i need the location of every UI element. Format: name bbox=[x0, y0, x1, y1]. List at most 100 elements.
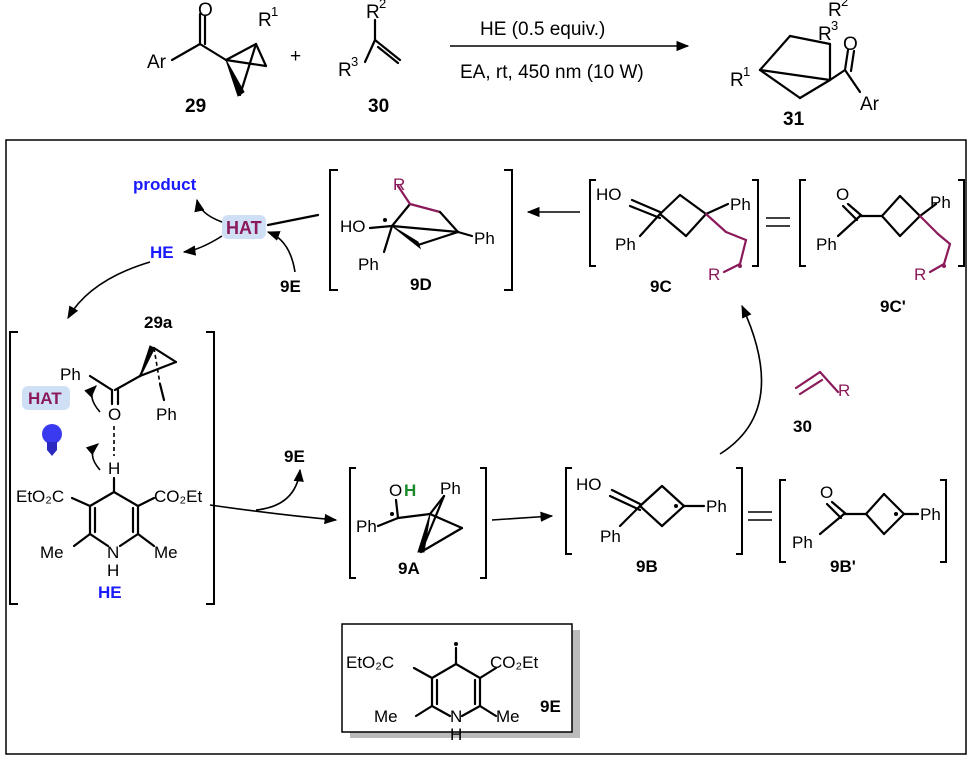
ph-label-9cp-2: Ph bbox=[930, 193, 951, 212]
hat-label-top: HAT bbox=[226, 218, 262, 238]
9e-label-mid: 9E bbox=[284, 447, 305, 466]
radical-9e-box: EtO₂C CO₂Et Me Me N H 9E bbox=[341, 623, 580, 744]
compound-30: R 2 R 3 30 bbox=[338, 0, 402, 117]
r3-sup-30: 3 bbox=[351, 54, 358, 69]
ph-label-9d-2: Ph bbox=[474, 229, 495, 248]
intermediate-9c-prime: O Ph Ph R 9C' bbox=[799, 179, 965, 316]
n-label-9e: N bbox=[450, 707, 462, 726]
r1-sup-31: 1 bbox=[743, 64, 750, 79]
ph-label-9a-1: Ph bbox=[356, 517, 377, 536]
h-label-9a: H bbox=[404, 481, 416, 500]
me-label-9e-1: Me bbox=[374, 707, 398, 726]
9b-prime-label: 9B' bbox=[830, 557, 856, 576]
9e-label-box: 9E bbox=[540, 697, 561, 716]
compound-31: R 2 R 3 R 1 O Ar 31 bbox=[730, 0, 880, 130]
9a-label: 9A bbox=[398, 559, 420, 578]
me-label-29a-2: Me bbox=[154, 543, 178, 562]
ph-label-9c-1: Ph bbox=[615, 235, 636, 254]
he-label-top: HE bbox=[150, 243, 174, 262]
ho-label-9b: HO bbox=[576, 475, 602, 494]
r1-sup-29: 1 bbox=[271, 4, 278, 19]
ph-label-9bp-1: Ph bbox=[792, 533, 813, 552]
r2-sup-31: 2 bbox=[841, 0, 848, 9]
ar-label-29: Ar bbox=[147, 52, 167, 73]
label-29: 29 bbox=[185, 96, 206, 117]
conditions-top: HE (0.5 equiv.) bbox=[480, 19, 605, 40]
r2-label-31: R bbox=[828, 0, 842, 21]
label-30: 30 bbox=[368, 96, 389, 117]
r-label-9cp: R bbox=[914, 265, 926, 284]
eto2c-label-29a: EtO₂C bbox=[16, 487, 64, 506]
r-label-9d: R bbox=[393, 175, 405, 194]
reaction-equation: Ar O R 1 29 + R 2 R 3 30 HE (0.5 equiv.)… bbox=[147, 0, 880, 130]
r1-label-29: R bbox=[258, 10, 272, 31]
oxygen-label-9cp: O bbox=[836, 185, 849, 204]
9e-box bbox=[341, 623, 573, 733]
arrow-9a-to-9b bbox=[491, 511, 554, 522]
oxygen-label-29a: O bbox=[108, 405, 121, 424]
r-label-30: R bbox=[838, 381, 850, 400]
hat-label-29a: HAT bbox=[28, 389, 62, 408]
h-label-29a: H bbox=[108, 459, 120, 478]
nh-h-label-29a: H bbox=[107, 561, 119, 580]
9d-label: 9D bbox=[410, 275, 432, 294]
me-label-29a-1: Me bbox=[40, 543, 64, 562]
oxygen-label-29: O bbox=[198, 0, 213, 21]
r3-label-31: R bbox=[818, 24, 832, 45]
intermediate-9b: HO Ph Ph 9B bbox=[565, 467, 743, 576]
intermediate-9d: R HO Ph Ph 9D bbox=[329, 169, 513, 294]
ph-label-9cp-1: Ph bbox=[816, 235, 837, 254]
co2et-label-9e: CO₂Et bbox=[490, 653, 538, 672]
compound-29: Ar O R 1 29 bbox=[147, 0, 278, 117]
product-label: product bbox=[133, 175, 197, 194]
intermediate-9c: HO Ph Ph R 9C bbox=[589, 179, 759, 296]
ph-label-29a-2: Ph bbox=[156, 405, 177, 424]
ho-label-9c: HO bbox=[596, 185, 622, 204]
ph-label-9c-2: Ph bbox=[730, 195, 751, 214]
9c-prime-label: 9C' bbox=[880, 297, 906, 316]
me-label-9e-2: Me bbox=[496, 707, 520, 726]
nh-h-label-9e: H bbox=[450, 725, 462, 744]
9b-label: 9B bbox=[636, 557, 658, 576]
plus-sign: + bbox=[290, 46, 301, 67]
oxygen-label-9a: O bbox=[389, 481, 402, 500]
co2et-label-29a: CO₂Et bbox=[154, 487, 202, 506]
he-label-29a: HE bbox=[98, 583, 122, 602]
r3-label-30: R bbox=[338, 60, 352, 81]
mechanism-frame bbox=[5, 139, 967, 755]
intermediate-9a: O H Ph Ph 9A bbox=[349, 467, 487, 579]
label-31: 31 bbox=[783, 109, 805, 130]
ar-label-31: Ar bbox=[860, 94, 880, 115]
r-label-9c: R bbox=[708, 265, 720, 284]
r2-sup-30: 2 bbox=[379, 0, 386, 11]
conditions-bottom: EA, rt, 450 nm (10 W) bbox=[460, 62, 644, 83]
ph-label-29a-1: Ph bbox=[60, 365, 81, 384]
ho-label-9d: HO bbox=[340, 217, 366, 236]
9e-label-top: 9E bbox=[280, 277, 301, 296]
hat-cycle: product HAT HE 9E bbox=[67, 175, 320, 320]
hat-badge-top bbox=[222, 215, 266, 239]
oxygen-label-9bp: O bbox=[820, 483, 833, 502]
r1-label-31: R bbox=[730, 70, 744, 91]
ph-label-9a-2: Ph bbox=[440, 479, 461, 498]
arrow-9b-to-9c bbox=[719, 304, 763, 455]
alkene-30: R 30 bbox=[793, 370, 850, 436]
lightbulb-icon bbox=[42, 424, 62, 456]
eto2c-label-9e: EtO₂C bbox=[346, 653, 394, 672]
ph-label-9bp-2: Ph bbox=[920, 505, 941, 524]
ph-label-9b-1: Ph bbox=[600, 527, 621, 546]
arrow-to-9e bbox=[255, 468, 304, 511]
oxygen-label-31: O bbox=[843, 34, 858, 55]
complex-29a: 29a Ph O Ph H HAT bbox=[9, 313, 215, 605]
arrow-he-to-9a bbox=[209, 504, 338, 525]
ph-label-9b-2: Ph bbox=[706, 497, 727, 516]
intermediate-9b-prime: O Ph Ph 9B' bbox=[779, 479, 947, 576]
9c-label: 9C bbox=[650, 277, 672, 296]
hat-badge-29a bbox=[22, 386, 70, 410]
29a-label: 29a bbox=[144, 313, 173, 332]
30-label: 30 bbox=[793, 417, 812, 436]
r3-sup-31: 3 bbox=[831, 18, 838, 33]
r2-label-30: R bbox=[366, 2, 380, 23]
n-label-29a: N bbox=[107, 543, 119, 562]
